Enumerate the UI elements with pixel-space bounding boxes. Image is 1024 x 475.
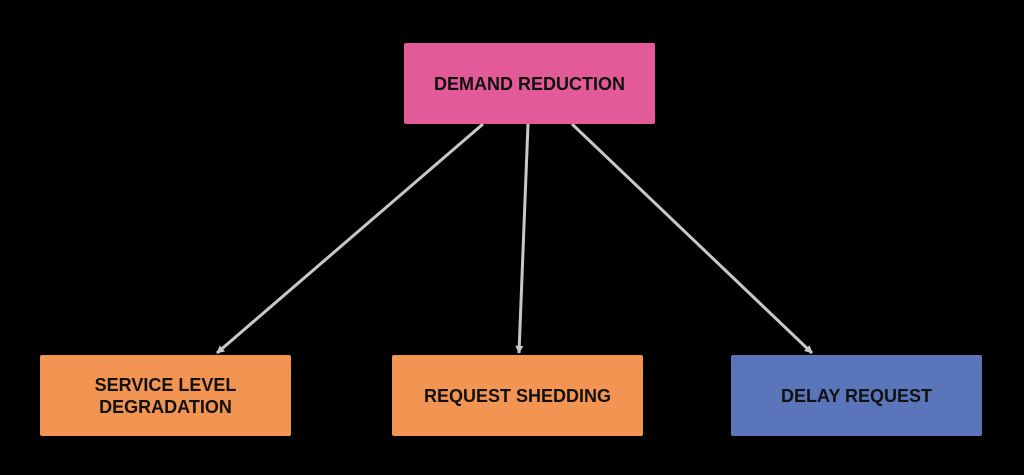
edge-root-to-left bbox=[216, 122, 484, 355]
edge-root-to-right bbox=[570, 122, 814, 355]
node-delay-request-label: DELAY REQUEST bbox=[780, 385, 933, 406]
node-service-level-degradation: SERVICE LEVEL DEGRADATION bbox=[40, 355, 291, 436]
node-request-shedding-label: REQUEST SHEDDING bbox=[423, 385, 612, 406]
node-service-level-degradation-label: SERVICE LEVEL DEGRADATION bbox=[94, 374, 237, 417]
edge-root-to-mid bbox=[515, 123, 530, 354]
node-delay-request: DELAY REQUEST bbox=[731, 355, 982, 436]
node-demand-reduction: DEMAND REDUCTION bbox=[404, 43, 655, 124]
node-request-shedding: REQUEST SHEDDING bbox=[392, 355, 643, 436]
node-demand-reduction-label: DEMAND REDUCTION bbox=[434, 73, 625, 94]
